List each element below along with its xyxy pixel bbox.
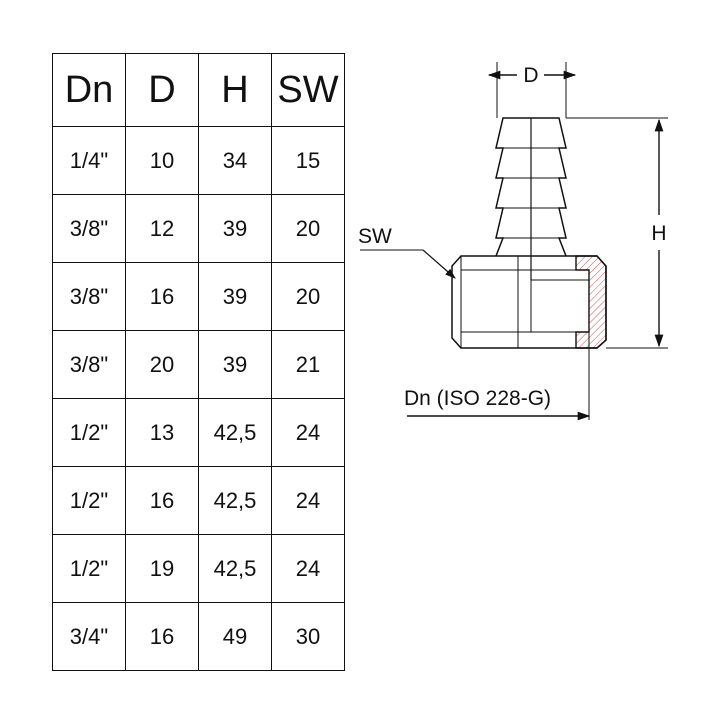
cell-d: 12 [125,194,199,263]
table-row: 1/2" 16 42,5 24 [52,466,345,535]
table-row: 3/8" 20 39 21 [52,330,345,399]
cell-d: 20 [125,330,199,399]
table-row: 1/4" 10 34 15 [52,126,345,195]
cell-sw: 20 [271,194,345,263]
table-row: 3/4" 16 49 30 [52,602,345,671]
table-row: 3/8" 12 39 20 [52,194,345,263]
cell-dn: 1/2" [52,466,126,535]
cell-sw: 24 [271,398,345,467]
cell-h: 39 [198,194,272,263]
cell-d: 10 [125,126,199,195]
table-row: 1/2" 13 42,5 24 [52,398,345,467]
cell-d: 16 [125,466,199,535]
h-dimension: H [566,117,668,349]
cell-dn: 3/8" [52,194,126,263]
cell-d: 16 [125,602,199,671]
cell-h: 49 [198,602,272,671]
cell-sw: 30 [271,602,345,671]
sw-callout: SW [358,225,456,279]
cell-d: 16 [125,262,199,331]
cell-dn: 3/8" [52,330,126,399]
label-h: H [651,222,666,245]
label-sw: SW [358,225,392,248]
header-dn: Dn [52,53,126,127]
cell-sw: 24 [271,534,345,603]
cell-h: 42,5 [198,466,272,535]
cell-dn: 3/4" [52,602,126,671]
label-dn: Dn (ISO 228-G) [404,387,551,410]
cell-sw: 24 [271,466,345,535]
table-row: 3/8" 16 39 20 [52,262,345,331]
label-d: D [523,64,538,87]
cell-h: 42,5 [198,398,272,467]
cell-dn: 3/8" [52,262,126,331]
cell-dn: 1/2" [52,534,126,603]
hex-body [451,118,607,349]
cell-sw: 21 [271,330,345,399]
header-h: H [198,53,272,127]
header-d: D [125,53,199,127]
dn-dimension: Dn (ISO 228-G) [404,332,591,421]
d-dimension: D [487,62,577,118]
dimension-table: Dn D H SW 1/4" 10 34 15 3/8" 12 39 20 3/… [52,53,345,671]
